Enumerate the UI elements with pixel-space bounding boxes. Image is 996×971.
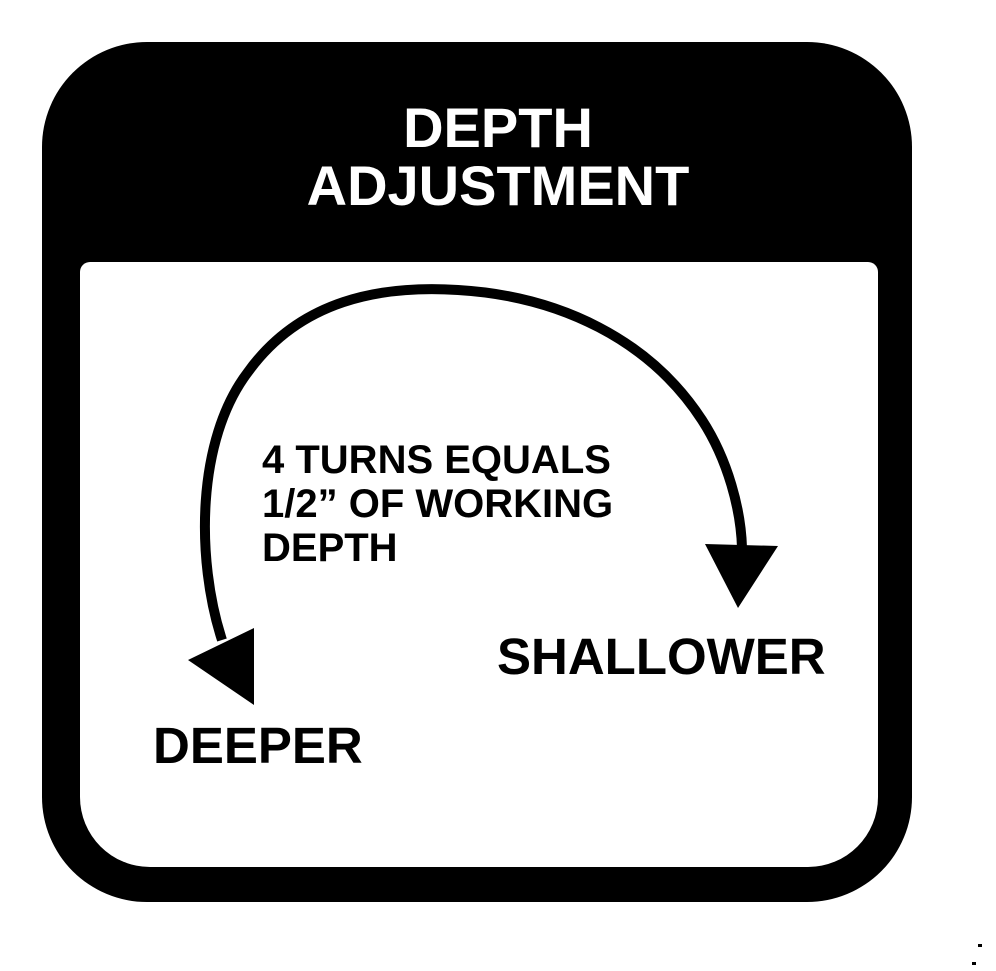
decal-inner-panel <box>80 262 878 867</box>
note-line-1: 4 TURNS EQUALS <box>262 438 611 482</box>
decal-title-line-2: ADJUSTMENT <box>306 154 690 217</box>
note-line-3: DEPTH <box>262 526 398 570</box>
note-line-2: 1/2” OF WORKING <box>262 482 614 526</box>
shallower-label: SHALLOWER <box>497 628 826 685</box>
decal-title-line-1: DEPTH <box>403 96 593 159</box>
scan-speck <box>978 944 982 947</box>
deeper-label: DEEPER <box>153 717 363 774</box>
scan-speck <box>972 962 976 965</box>
